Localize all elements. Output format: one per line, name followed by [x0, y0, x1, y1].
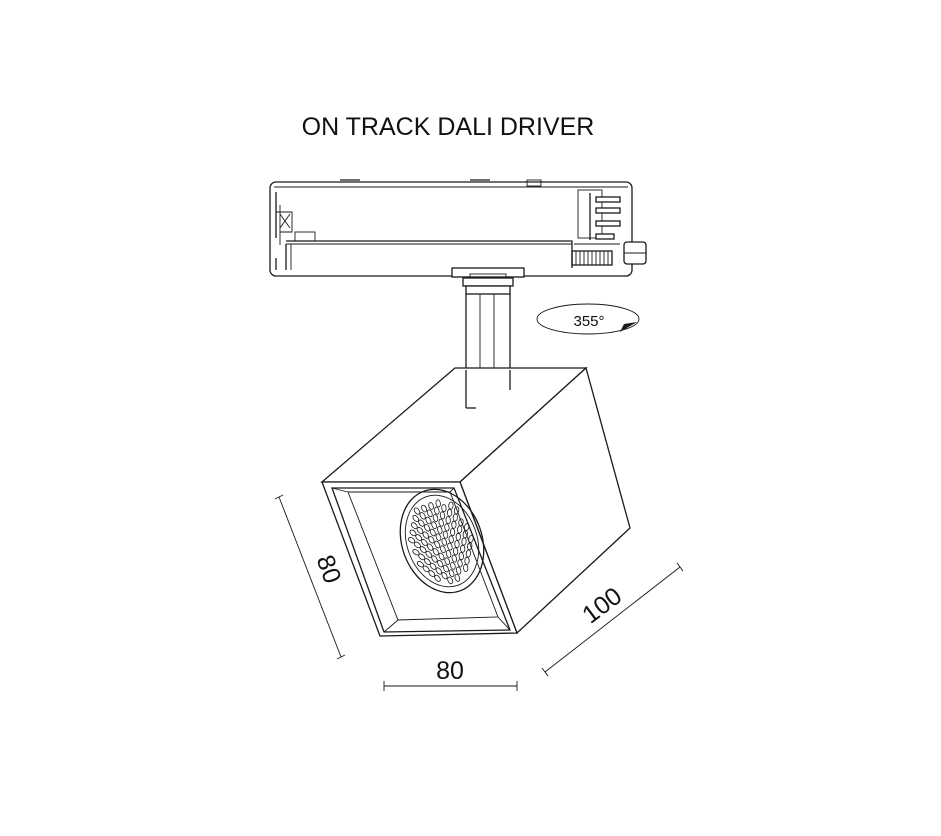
lens-cell [412, 514, 419, 522]
lens-cell [440, 545, 446, 554]
lens-cell [463, 564, 469, 572]
lens-cell [434, 540, 441, 549]
lens-cell [419, 512, 426, 520]
lens-cell [418, 519, 425, 527]
lens-cell [426, 543, 434, 551]
lens-cell [441, 572, 448, 580]
lens-cell [428, 502, 434, 510]
lens-cell [435, 567, 442, 575]
track-adapter [269, 179, 647, 279]
lens-cell [447, 542, 453, 551]
dimension-height-label: 80 [311, 551, 347, 587]
lens-cell [444, 523, 450, 532]
lens-cell [422, 531, 429, 539]
honeycomb-lens [399, 488, 485, 594]
lens-cell [451, 520, 457, 529]
lens-cell [442, 530, 449, 539]
lens-cell [450, 562, 456, 570]
lens-cell [435, 533, 442, 542]
lens-cell [431, 521, 437, 530]
lens-cell [432, 548, 439, 556]
rotation-indicator: 355° [536, 303, 640, 335]
lens-cell [416, 526, 424, 534]
lens-cell [437, 526, 443, 534]
lens-cell [441, 538, 447, 546]
lens-cell [428, 536, 435, 544]
lens-cell [424, 524, 431, 532]
lens-cell [455, 532, 461, 541]
lens-cell [429, 528, 436, 537]
lens-cell [454, 574, 461, 582]
lens-cell [464, 556, 470, 565]
lens-cell [413, 507, 421, 515]
diagram-title: ON TRACK DALI DRIVER [302, 113, 595, 141]
dimension-width-label: 80 [436, 657, 464, 685]
lens-cell [460, 544, 466, 553]
lens-cell [444, 557, 451, 566]
lens-cell [437, 560, 444, 568]
lens-cell [426, 509, 433, 518]
lens-cells [408, 499, 474, 585]
lens-cell [445, 516, 451, 525]
lens-cell [442, 564, 449, 573]
lens-cell [445, 550, 452, 558]
lens-cell [449, 528, 456, 537]
lens-cell [434, 574, 441, 582]
lens-cell [421, 504, 428, 513]
lens-cell [447, 576, 454, 585]
lens-cell [446, 508, 453, 517]
lens-cell [452, 547, 459, 556]
lens-cell [448, 535, 454, 544]
lens-cell [458, 552, 464, 561]
lens-cell [439, 511, 446, 520]
lens-cell [441, 504, 447, 513]
lens-cell [435, 499, 441, 508]
lens-cell [434, 506, 440, 515]
lens-cell [425, 516, 432, 525]
spotlight-head [320, 366, 631, 637]
dimension-depth-label: 100 [577, 582, 627, 629]
lens-cell [448, 569, 455, 578]
lens-cell [438, 518, 444, 527]
dimension-width: 80 [383, 657, 518, 691]
lens-cell [454, 540, 460, 549]
lens-cell [455, 566, 462, 575]
lens-cell [457, 559, 463, 568]
lens-cell [429, 562, 437, 570]
lens-cell [431, 555, 438, 563]
lens-cell [421, 538, 428, 546]
lens-cell [451, 554, 457, 563]
rotation-angle-label: 355° [573, 313, 604, 330]
lens-cell [425, 550, 433, 558]
lens-cell [432, 514, 439, 522]
lens-cell [438, 552, 445, 561]
